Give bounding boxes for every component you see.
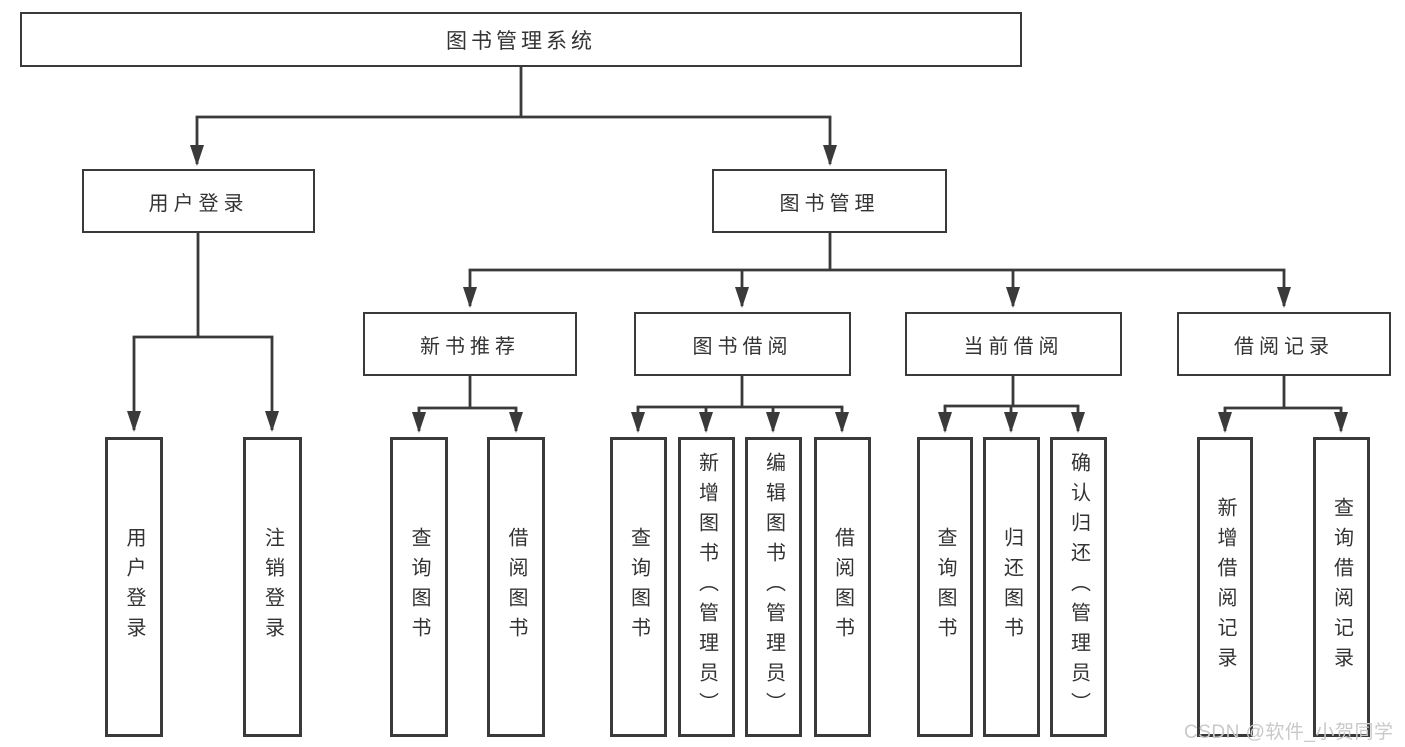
leaf-add-book-admin: 新增图书（管理员） xyxy=(678,437,735,737)
leaf-query-books-3: 查询图书 xyxy=(917,437,973,737)
leaf-return-books: 归还图书 xyxy=(983,437,1040,737)
connector-user-login-children xyxy=(127,231,279,432)
leaf-return-books-label: 归还图书 xyxy=(1000,527,1023,647)
node-borrow-records-label: 借阅记录 xyxy=(1234,335,1334,358)
connector-borrow-records-children xyxy=(1218,374,1348,433)
node-user-login: 用户登录 xyxy=(82,169,315,233)
node-root-label: 图书管理系统 xyxy=(446,29,596,53)
connector-book-borrow-children xyxy=(631,374,849,433)
leaf-confirm-return-admin-label: 确认归还（管理员） xyxy=(1067,452,1090,722)
node-book-borrow: 图书借阅 xyxy=(634,312,851,376)
csdn-watermark: CSDN @软件_小贺同学 xyxy=(1184,722,1394,743)
leaf-query-books-2: 查询图书 xyxy=(610,437,667,737)
leaf-edit-book-admin: 编辑图书（管理员） xyxy=(745,437,802,737)
leaf-user-login-label: 用户登录 xyxy=(123,527,145,647)
leaf-query-borrow-record: 查询借阅记录 xyxy=(1313,437,1370,737)
leaf-user-login: 用户登录 xyxy=(105,437,163,737)
leaf-borrow-books-2: 借阅图书 xyxy=(814,437,871,737)
leaf-query-borrow-record-label: 查询借阅记录 xyxy=(1330,497,1353,677)
node-user-login-label: 用户登录 xyxy=(148,192,249,215)
connector-new-book-children xyxy=(412,374,523,433)
connector-root-to-level2 xyxy=(190,65,837,166)
connector-book-management-children xyxy=(463,231,1291,308)
node-new-book-recommend-label: 新书推荐 xyxy=(420,335,520,358)
node-root: 图书管理系统 xyxy=(20,12,1022,67)
leaf-logout-label: 注销登录 xyxy=(261,527,284,647)
node-book-borrow-label: 图书借阅 xyxy=(692,335,793,358)
node-book-management: 图书管理 xyxy=(712,169,947,233)
leaf-confirm-return-admin: 确认归还（管理员） xyxy=(1050,437,1107,737)
leaf-add-borrow-record: 新增借阅记录 xyxy=(1197,437,1253,737)
leaf-query-books-2-label: 查询图书 xyxy=(627,527,650,647)
node-new-book-recommend: 新书推荐 xyxy=(363,312,577,376)
leaf-add-book-admin-label: 新增图书（管理员） xyxy=(695,452,718,722)
leaf-query-books-1-label: 查询图书 xyxy=(408,527,430,647)
node-current-borrow-label: 当前借阅 xyxy=(963,335,1064,358)
leaf-query-books-1: 查询图书 xyxy=(390,437,448,737)
connector-current-borrow-children xyxy=(938,374,1085,433)
leaf-borrow-books-1: 借阅图书 xyxy=(487,437,545,737)
leaf-logout: 注销登录 xyxy=(243,437,302,737)
leaf-edit-book-admin-label: 编辑图书（管理员） xyxy=(762,452,785,722)
node-book-management-label: 图书管理 xyxy=(779,192,880,215)
leaf-add-borrow-record-label: 新增借阅记录 xyxy=(1214,497,1236,677)
leaf-query-books-3-label: 查询图书 xyxy=(934,527,956,647)
node-current-borrow: 当前借阅 xyxy=(905,312,1122,376)
leaf-borrow-books-2-label: 借阅图书 xyxy=(831,527,854,647)
node-borrow-records: 借阅记录 xyxy=(1177,312,1391,376)
leaf-borrow-books-1-label: 借阅图书 xyxy=(505,527,527,647)
